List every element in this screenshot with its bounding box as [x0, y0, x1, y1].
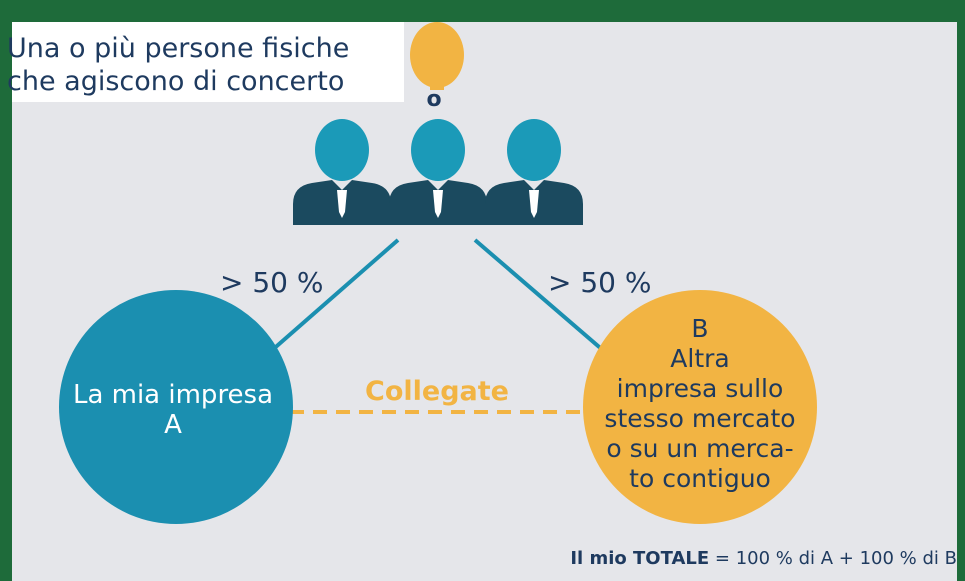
- total-formula: Il mio TOTALE = 100 % di A + 100 % di B: [570, 548, 957, 569]
- company-a-label: La mia impresa A: [58, 380, 288, 440]
- total-formula-bold: Il mio TOTALE: [570, 548, 710, 569]
- collegate-label: Collegate: [365, 376, 509, 407]
- persons-heading-line2: che agiscono di concerto: [7, 66, 345, 97]
- company-b-line2: Altra: [670, 344, 730, 373]
- person-left-icon: [293, 119, 391, 225]
- percent-label-right: > 50 %: [548, 266, 652, 299]
- company-a-circle: [59, 290, 293, 524]
- person-center-icon: [389, 119, 487, 225]
- company-a-line1: La mia impresa: [72, 380, 274, 410]
- or-label: o: [426, 87, 442, 112]
- company-b-label: B Altra impresa sullo stesso mercato o s…: [590, 314, 810, 494]
- person-group-icon: [293, 119, 583, 225]
- person-right-icon: [485, 119, 583, 225]
- persons-heading-line1: Una o più persone fisiche: [7, 33, 350, 64]
- total-formula-rest: = 100 % di A + 100 % di B: [709, 548, 957, 569]
- left-frame-bar: [0, 0, 12, 581]
- top-frame-bar: [0, 0, 965, 22]
- company-b-line3: impresa sullo: [616, 374, 784, 403]
- company-b-line5: o su un merca-: [606, 434, 794, 463]
- single-person-icon: [410, 22, 464, 90]
- company-b-line1: B: [691, 314, 709, 343]
- company-b-circle: [583, 290, 817, 524]
- company-a-line2: A: [164, 410, 182, 440]
- right-frame-bar: [957, 0, 965, 581]
- company-b-line4: stesso mercato: [604, 404, 796, 433]
- percent-label-left: > 50 %: [220, 266, 324, 299]
- company-b-line6: to contiguo: [629, 464, 771, 493]
- connector-line-to-a: [268, 238, 400, 354]
- connector-line-to-b: [473, 238, 607, 354]
- persons-heading: Una o più persone fisiche che agiscono d…: [7, 32, 407, 98]
- heading-panel: [12, 22, 404, 102]
